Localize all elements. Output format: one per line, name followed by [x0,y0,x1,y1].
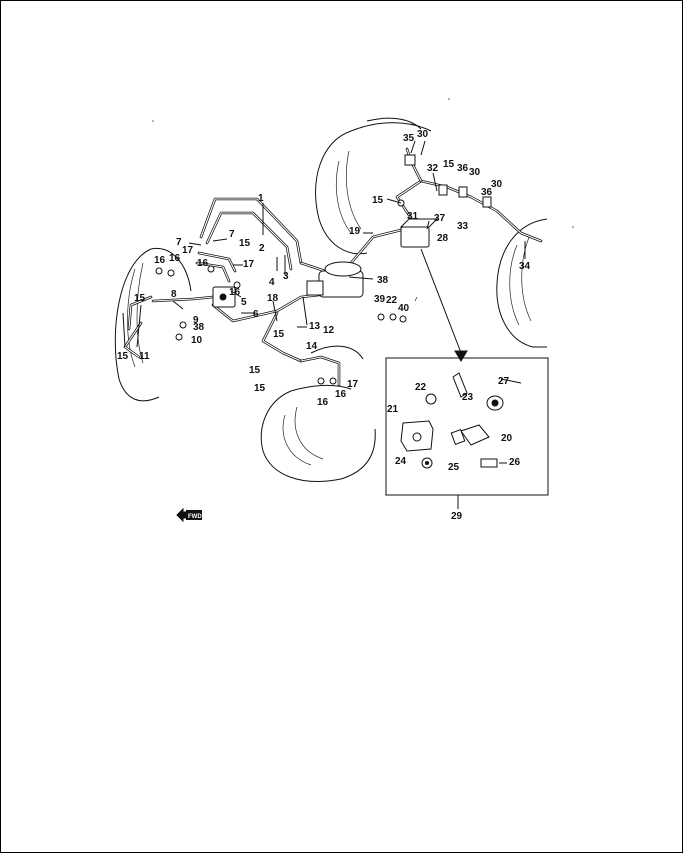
callout-15d: 15 [273,329,285,340]
callout-34: 34 [519,261,531,272]
callout-12: 12 [323,325,335,336]
proportioning-valve-5 [212,286,236,308]
callout-21: 21 [387,404,399,415]
callout-26: 26 [509,457,521,468]
callout-3: 3 [283,271,289,282]
tire-front-left [114,247,192,402]
callout-30c: 30 [491,179,503,190]
callout-15a: 15 [239,238,251,249]
callout-5: 5 [241,297,247,308]
callout-25: 25 [448,462,460,473]
rear-brake-hose-set [404,154,492,208]
callout-16d: 16 [229,287,241,298]
callout-28: 28 [437,233,449,244]
callout-18: 18 [267,293,279,304]
detail-box-29 [385,248,549,509]
callout-20: 20 [501,433,513,444]
callout-39: 39 [374,294,386,305]
callout-13: 13 [309,321,321,332]
callout-35: 35 [403,133,415,144]
callout-4: 4 [269,277,275,288]
callout-33: 33 [457,221,469,232]
callout-16f: 16 [335,389,347,400]
front-marker-label: FWD [188,514,202,520]
callout-16a: 16 [154,255,166,266]
tire-rear-right [496,218,548,348]
callout-31: 31 [407,211,419,222]
callout-36a: 36 [457,163,469,174]
callout-1: 1 [258,193,264,204]
small-fittings [155,199,407,385]
callout-16b: 16 [169,253,181,264]
callout-15f: 15 [254,383,266,394]
callout-8: 8 [171,289,177,300]
callout-labels: 1 2 3 4 5 6 7 7 8 9 10 11 12 13 14 15 15… [117,129,531,522]
master-cylinder-38 [306,261,364,298]
callout-10: 10 [191,335,203,346]
callout-9: 9 [193,315,199,326]
load-sensing-valve-28 [399,218,439,248]
callout-22a: 22 [415,382,427,393]
callout-7b: 7 [176,237,182,248]
callout-2: 2 [259,243,265,254]
callout-29: 29 [451,511,463,522]
callout-30a: 30 [417,129,429,140]
callout-11: 11 [139,351,150,362]
leader-lines [122,140,526,384]
tire-front-right [315,117,432,255]
callout-17b: 17 [243,259,255,270]
callout-15b: 15 [134,293,146,304]
callout-16e: 16 [317,397,329,408]
callout-36b: 36 [481,187,493,198]
callout-6: 6 [253,309,259,320]
callout-27: 27 [498,376,510,387]
callout-15g: 15 [372,195,384,206]
callout-19: 19 [349,226,361,237]
callout-22b: 22 [386,295,398,306]
callout-15h: 15 [443,159,455,170]
callout-16c: 16 [197,258,209,269]
callout-32: 32 [427,163,439,174]
callout-15c: 15 [117,351,129,362]
callout-17a: 17 [182,245,194,256]
tire-rear-left [260,345,376,482]
callout-17c: 17 [347,379,359,390]
callout-38b: 38 [193,322,205,333]
callout-38a: 38 [377,275,389,286]
callout-24: 24 [395,456,407,467]
callout-15e: 15 [249,365,261,376]
callout-40: 40 [398,303,410,314]
front-direction-marker: FWD [176,507,202,523]
callout-23: 23 [462,392,474,403]
callout-30b: 30 [469,167,481,178]
callout-14: 14 [306,341,318,352]
callout-7a: 7 [229,229,235,240]
callout-37: 37 [434,213,446,224]
